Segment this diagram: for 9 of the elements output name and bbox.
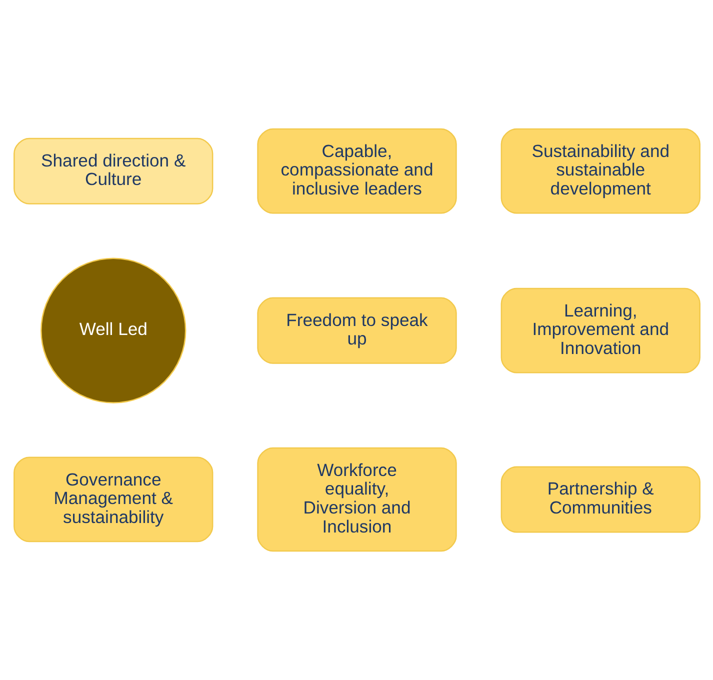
node-box: Capable, compassionate and inclusive leaders	[256, 128, 456, 214]
node-box: Shared direction & Culture	[13, 138, 213, 204]
node-box: Workforce equality, Diversion and Inclusion	[256, 447, 456, 552]
node-box: Partnership & Communities	[500, 466, 700, 533]
node-box: Learning, Improvement and Innovation	[500, 288, 700, 374]
node-circle: Well Led	[40, 258, 186, 404]
node-box: Sustainability and sustainable development	[500, 128, 700, 214]
node-box: Freedom to speak up	[256, 297, 456, 364]
node-box: Governance Management & sustainability	[13, 456, 213, 542]
